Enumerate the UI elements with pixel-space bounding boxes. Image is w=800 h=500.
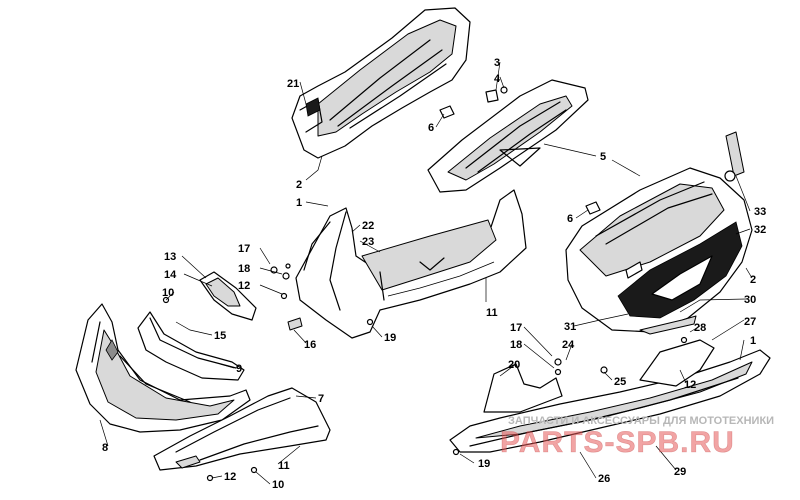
part-side-panel-upper (291, 7, 471, 159)
callout-19-right: 19 (478, 458, 490, 470)
callout-8: 8 (102, 442, 108, 454)
callout-1-right: 1 (750, 335, 756, 347)
callout-3: 3 (494, 57, 500, 69)
callout-21: 21 (287, 78, 299, 90)
callout-22: 22 (362, 220, 374, 232)
callout-20: 20 (508, 359, 520, 371)
callout-25: 25 (614, 376, 626, 388)
callout-30: 30 (744, 294, 756, 306)
part-lower-rail (449, 315, 771, 456)
callout-18-right: 18 (510, 339, 522, 351)
part-front-nose (75, 303, 251, 433)
callout-23: 23 (362, 236, 374, 248)
part-floor-grille (427, 79, 589, 193)
callout-10-lower: 10 (272, 479, 284, 491)
callout-16: 16 (304, 339, 316, 351)
part-side-panel-right (565, 131, 753, 333)
callout-12-lower: 12 (224, 471, 236, 483)
callout-17-right: 17 (510, 322, 522, 334)
callout-11: 11 (486, 307, 498, 319)
callout-4: 4 (494, 73, 501, 85)
part-footwell-center (295, 189, 527, 339)
callout-5: 5 (600, 151, 606, 163)
callout-13: 13 (164, 251, 176, 263)
callout-9: 9 (236, 363, 242, 375)
leader-lines (99, 61, 753, 485)
callout-18: 18 (238, 263, 250, 275)
callout-11-lower: 11 (278, 460, 290, 472)
callout-29: 29 (674, 466, 686, 478)
watermark: ЗАПЧАСТИ И АКСЕССУАРЫ ДЛЯ МОТОТЕХНИКИ PA… (500, 415, 774, 459)
callout-7: 7 (318, 393, 324, 405)
callout-14: 14 (164, 269, 177, 281)
callout-6: 6 (428, 122, 434, 134)
callout-28: 28 (694, 322, 706, 334)
callout-24: 24 (562, 339, 575, 351)
callout-27: 27 (744, 316, 756, 328)
callouts: 21 3 4 6 5 2 1 22 23 6 33 32 17 13 18 14… (102, 57, 766, 491)
watermark-logo: PARTS-SPB.RU (500, 426, 735, 459)
callout-12: 12 (238, 280, 250, 292)
callout-32: 32 (754, 224, 766, 236)
callout-2-right: 2 (750, 274, 756, 286)
callout-31: 31 (564, 321, 576, 333)
callout-6-right: 6 (567, 213, 573, 225)
callout-15: 15 (214, 330, 226, 342)
callout-33: 33 (754, 206, 766, 218)
callout-12-right: 12 (684, 379, 696, 391)
watermark-tagline: ЗАПЧАСТИ И АКСЕССУАРЫ ДЛЯ МОТОТЕХНИКИ (508, 415, 774, 427)
callout-1: 1 (296, 197, 302, 209)
part-left-brackets (137, 263, 374, 381)
callout-26: 26 (598, 473, 610, 485)
part-skid-plate (153, 387, 331, 471)
callout-17: 17 (238, 243, 250, 255)
callout-2: 2 (296, 179, 302, 191)
callout-10: 10 (162, 287, 174, 299)
callout-19: 19 (384, 332, 396, 344)
